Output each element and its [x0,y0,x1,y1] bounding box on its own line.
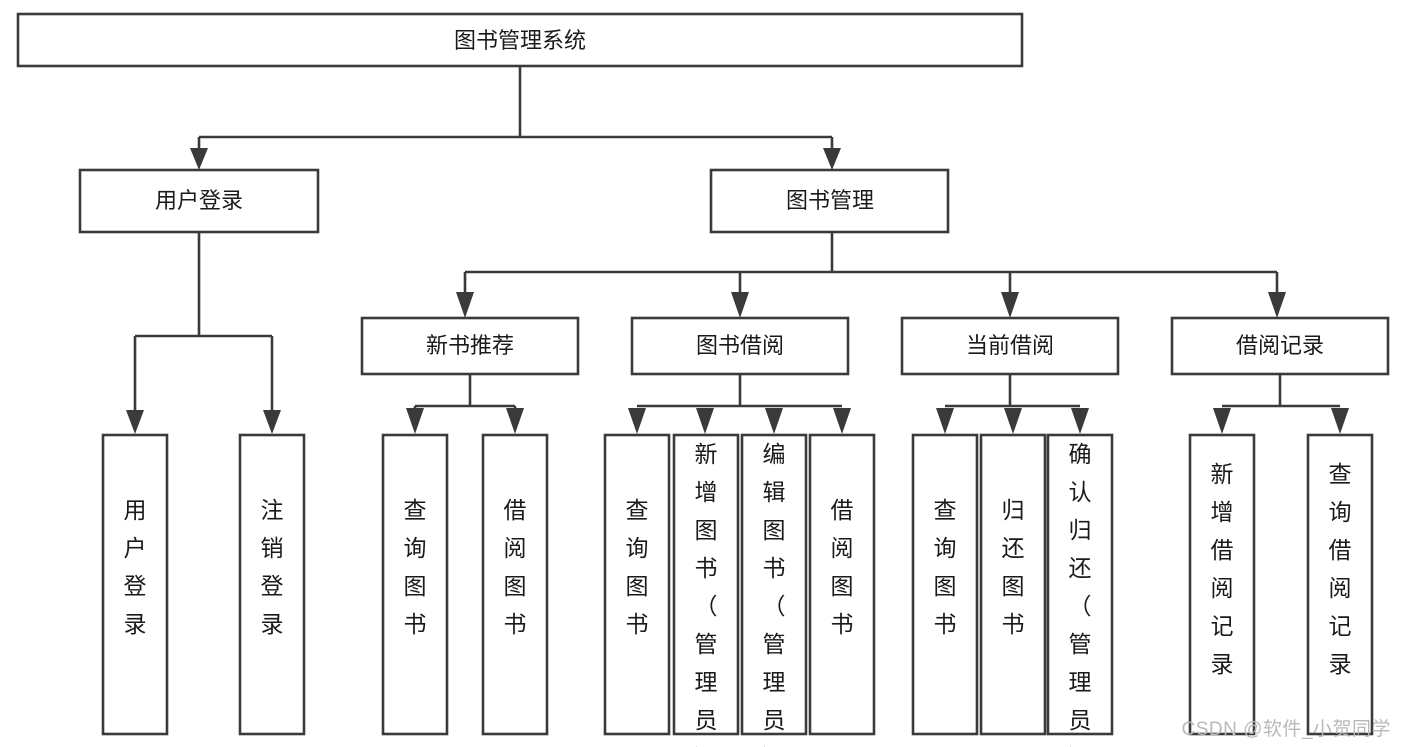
node-user-login-box[interactable] [78,168,320,234]
node-leaf-query-book-3[interactable]: 查询图书 [911,433,979,736]
node-new-book-recommend-box[interactable] [360,316,580,376]
arrow-head-book-borrow [731,292,749,318]
arrow-head-new-book-recommend [456,292,474,318]
arrow-head-user-login [190,148,208,170]
node-leaf-edit-book-box[interactable] [740,433,808,736]
node-leaf-borrow-book-2-label: 借阅图书 [831,497,854,637]
node-leaf-query-book-3-box[interactable] [911,433,979,736]
node-book-management[interactable]: 图书管理 [709,168,950,234]
node-leaf-query-book-1[interactable]: 查询图书 [381,433,449,736]
arrow-head-leaf-query-book-3 [936,408,954,434]
arrow-head-leaf-query-record [1331,408,1349,434]
node-leaf-user-logout-box[interactable] [238,433,306,736]
node-leaf-edit-book[interactable]: 编辑图书（管理员） [740,433,808,747]
node-leaf-query-record[interactable]: 查询借阅记录 [1306,433,1374,736]
node-root[interactable]: 图书管理系统 [16,12,1024,68]
arrow-head-leaf-borrow-book-1 [506,408,524,434]
node-book-management-label: 图书管理 [786,188,874,213]
node-leaf-query-record-label: 查询借阅记录 [1329,461,1352,677]
arrow-head-leaf-edit-book [765,408,783,434]
node-root-label: 图书管理系统 [454,28,586,53]
node-leaf-return-book-label: 归还图书 [1002,497,1025,637]
node-leaf-borrow-book-1-label: 借阅图书 [504,497,527,637]
node-book-management-box[interactable] [709,168,950,234]
node-leaf-borrow-book-2[interactable]: 借阅图书 [808,433,876,736]
node-leaf-user-login[interactable]: 用户登录 [101,433,169,736]
arrow-head-leaf-add-record [1213,408,1231,434]
node-leaf-query-book-2[interactable]: 查询图书 [603,433,671,736]
node-leaf-add-book[interactable]: 新增图书（管理员） [672,433,740,747]
csdn-watermark: CSDN @软件_小贺同学 [1181,719,1391,740]
node-leaf-edit-book-label: 编辑图书（管理员） [763,441,786,747]
connector-group-user-login [126,232,281,434]
node-root-box[interactable] [16,12,1024,68]
arrow-head-book-management [823,148,841,170]
node-current-borrow[interactable]: 当前借阅 [900,316,1120,376]
node-leaf-query-record-box[interactable] [1306,433,1374,736]
node-leaf-return-book[interactable]: 归还图书 [979,433,1047,736]
node-leaf-confirm-return-box[interactable] [1046,433,1114,736]
arrow-head-leaf-return-book [1004,408,1022,434]
node-leaf-user-logout[interactable]: 注销登录 [238,433,306,736]
node-new-book-recommend[interactable]: 新书推荐 [360,316,580,376]
node-leaf-add-book-label: 新增图书（管理员） [695,441,718,747]
node-current-borrow-label: 当前借阅 [966,333,1054,358]
node-borrow-record-label: 借阅记录 [1236,333,1324,358]
node-leaf-query-book-2-box[interactable] [603,433,671,736]
arrow-head-leaf-confirm-return [1071,408,1089,434]
node-leaf-query-book-2-label: 查询图书 [626,497,649,637]
arrow-head-leaf-user-login [126,410,144,434]
node-borrow-record-box[interactable] [1170,316,1390,376]
node-leaf-user-logout-label: 注销登录 [261,497,284,637]
connector-group-root [190,66,841,170]
node-leaf-borrow-book-1-box[interactable] [481,433,549,736]
node-user-login[interactable]: 用户登录 [78,168,320,234]
arrow-head-leaf-borrow-book-2 [833,408,851,434]
arrow-head-leaf-query-book-2 [628,408,646,434]
arrow-head-leaf-user-logout [263,410,281,434]
node-leaf-user-login-box[interactable] [101,433,169,736]
node-leaf-query-book-1-box[interactable] [381,433,449,736]
node-borrow-record[interactable]: 借阅记录 [1170,316,1390,376]
node-leaf-confirm-return-label: 确认归还（管理员） [1069,441,1092,747]
node-leaf-add-record-label: 新增借阅记录 [1211,461,1234,677]
node-leaf-user-login-label: 用户登录 [124,497,147,637]
node-leaf-return-book-box[interactable] [979,433,1047,736]
node-book-borrow[interactable]: 图书借阅 [630,316,850,376]
node-leaf-query-book-3-label: 查询图书 [934,497,957,637]
connector-group-new-book-recommend [406,374,524,434]
node-current-borrow-box[interactable] [900,316,1120,376]
arrow-head-borrow-record [1268,292,1286,318]
arrow-head-leaf-query-book-1 [406,408,424,434]
connector-group-book-borrow [628,374,851,434]
node-leaf-borrow-book-1[interactable]: 借阅图书 [481,433,549,736]
node-user-login-label: 用户登录 [155,188,243,213]
node-leaf-confirm-return[interactable]: 确认归还（管理员） [1046,433,1114,747]
node-leaf-add-record[interactable]: 新增借阅记录 [1188,433,1256,736]
node-leaf-add-record-box[interactable] [1188,433,1256,736]
node-leaf-borrow-book-2-box[interactable] [808,433,876,736]
connector-group-book-management [456,232,1286,318]
node-leaf-query-book-1-label: 查询图书 [404,497,427,637]
node-leaf-add-book-box[interactable] [672,433,740,736]
connector-group-current-borrow [936,374,1089,434]
arrow-head-leaf-add-book [696,408,714,434]
connector-group-borrow-record [1213,374,1349,434]
node-new-book-recommend-label: 新书推荐 [426,333,514,358]
node-book-borrow-box[interactable] [630,316,850,376]
node-book-borrow-label: 图书借阅 [696,333,784,358]
arrow-head-current-borrow [1001,292,1019,318]
